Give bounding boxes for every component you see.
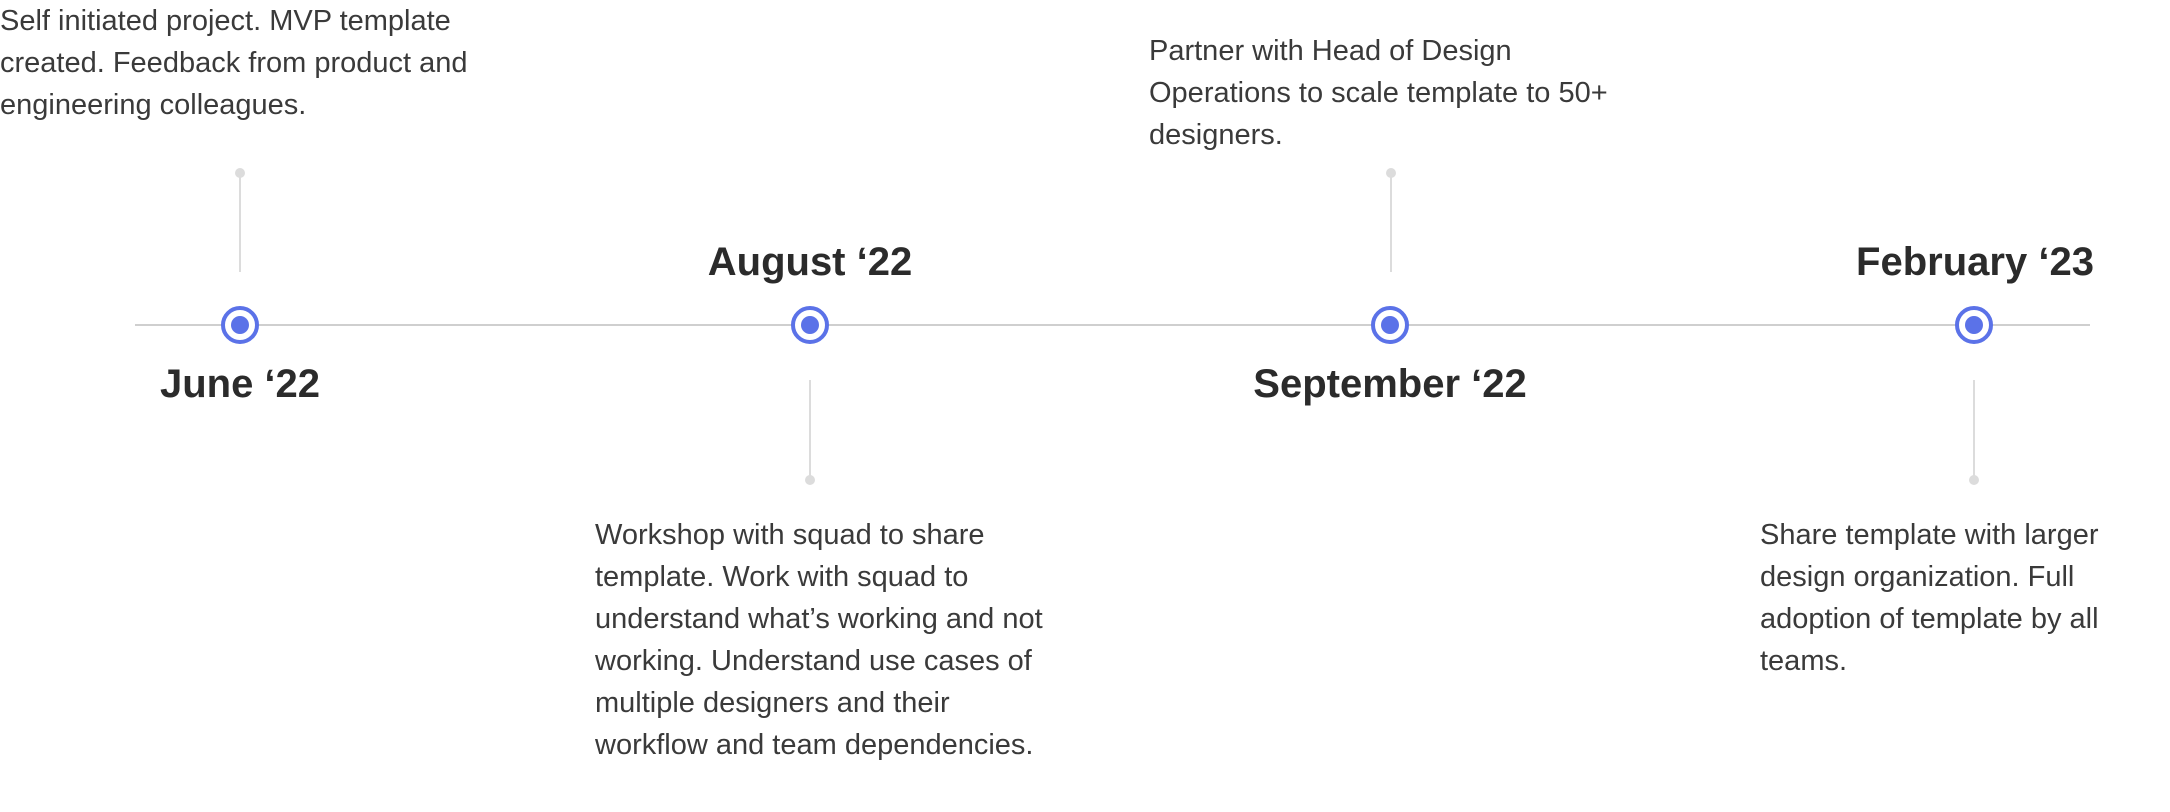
- milestone-1-connector: [239, 172, 241, 272]
- milestone-2-date: August ‘22: [707, 240, 913, 284]
- milestone-1-description: Self initiated project. MVP template cre…: [0, 5, 468, 121]
- milestone-1-date: June ‘22: [159, 362, 321, 406]
- milestone-3-node-dot: [1381, 316, 1399, 334]
- milestone-2-node-dot: [801, 316, 819, 334]
- milestone-2-connector: [809, 380, 811, 480]
- milestone-4-description: Share template with larger design organi…: [1760, 519, 2099, 677]
- milestone-4-date: February ‘23: [1856, 240, 2094, 284]
- milestone-3-date: September ‘22: [1253, 362, 1527, 406]
- milestone-4-node: [1955, 306, 1993, 344]
- milestone-2-connector-cap: [805, 475, 815, 485]
- milestone-1-node-dot: [231, 316, 249, 334]
- milestone-4-connector-cap: [1969, 475, 1979, 485]
- milestone-1-node: [221, 306, 259, 344]
- milestone-3-node: [1371, 306, 1409, 344]
- timeline-line: [135, 324, 2090, 326]
- milestone-4-connector: [1973, 380, 1975, 480]
- milestone-4-node-dot: [1965, 316, 1983, 334]
- milestone-3-description: Partner with Head of Design Operations t…: [1149, 35, 1608, 151]
- milestone-3-connector: [1390, 172, 1392, 272]
- milestone-2-description: Workshop with squad to share template. W…: [595, 519, 1043, 761]
- milestone-2-node: [791, 306, 829, 344]
